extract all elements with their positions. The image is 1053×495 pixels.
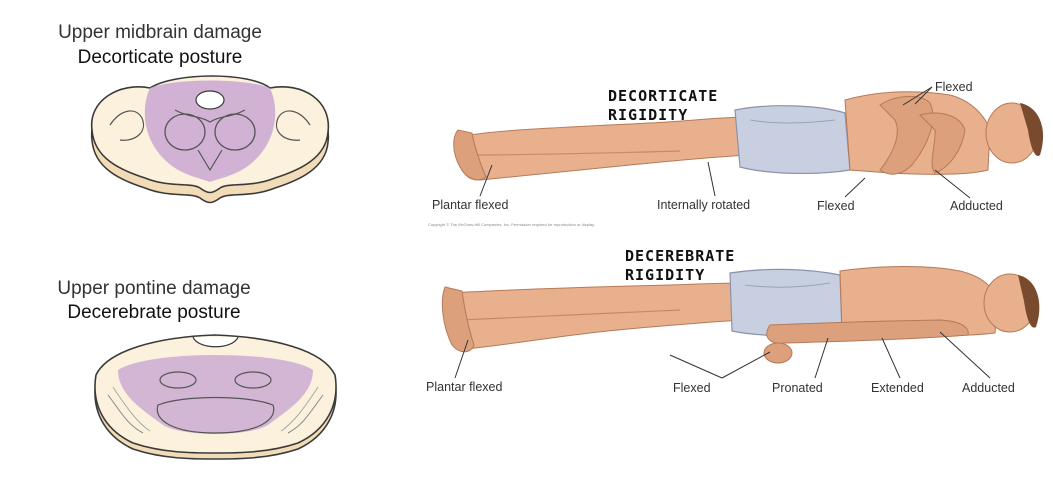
decorticate-credit: Copyright © The McGraw-Hill Companies, I… (428, 222, 595, 227)
decerebrate-label-pronated: Pronated (772, 381, 823, 395)
decorticate-label-flexed-arm: Flexed (817, 199, 855, 213)
midbrain-cross-section (91, 75, 330, 204)
decorticate-posture-label: Decorticate posture (77, 47, 243, 68)
decorticate-title: DECORTICATE RIGIDITY (608, 87, 718, 125)
decerebrate-label-extended: Extended (871, 381, 924, 395)
midbrain-lesion (144, 80, 276, 182)
midbrain-damage-label: Upper midbrain damage (58, 22, 262, 43)
decerebrate-title-line2: RIGIDITY (625, 266, 706, 284)
decorticate-label-plantar-flexed: Plantar flexed (432, 198, 509, 212)
decorticate-title-line2: RIGIDITY (608, 106, 689, 124)
pons-cross-section (94, 334, 337, 460)
decerebrate-label-plantar-flexed: Plantar flexed (426, 380, 503, 394)
decerebrate-title: DECEREBRATE RIGIDITY (625, 247, 735, 285)
decerebrate-title-line1: DECEREBRATE (625, 247, 736, 265)
pons-lesion (118, 355, 313, 434)
decorticate-title-line1: DECORTICATE (608, 87, 719, 105)
decorticate-figure (453, 91, 1044, 181)
decerebrate-figure (441, 266, 1040, 364)
decorticate-label-flexed-top: Flexed (935, 80, 973, 94)
pontine-damage-label: Upper pontine damage (57, 278, 251, 299)
decorticate-label-internally-rotated: Internally rotated (657, 198, 751, 212)
decerebrate-label-flexed: Flexed (673, 381, 711, 395)
decerebrate-label-adducted: Adducted (962, 381, 1015, 395)
decorticate-label-adducted: Adducted (950, 199, 1003, 213)
decerebrate-posture-label: Decerebrate posture (67, 302, 241, 323)
